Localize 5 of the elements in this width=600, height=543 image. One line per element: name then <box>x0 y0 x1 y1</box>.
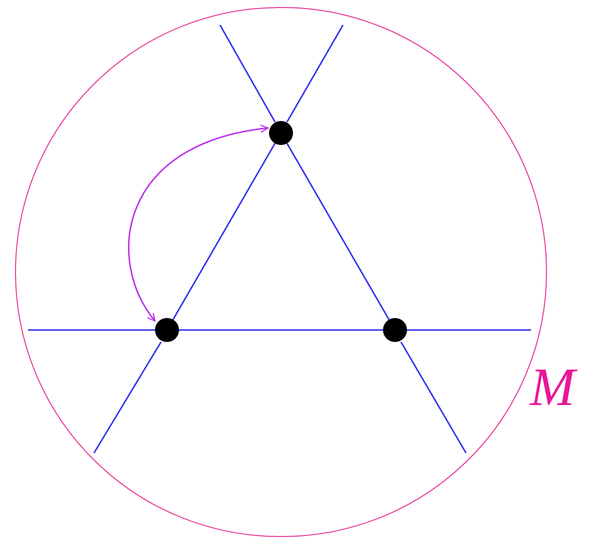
line <box>286 143 390 320</box>
manifold-label: M <box>530 360 575 414</box>
line <box>179 329 383 331</box>
curved-arrow <box>128 125 269 322</box>
line <box>172 143 276 320</box>
